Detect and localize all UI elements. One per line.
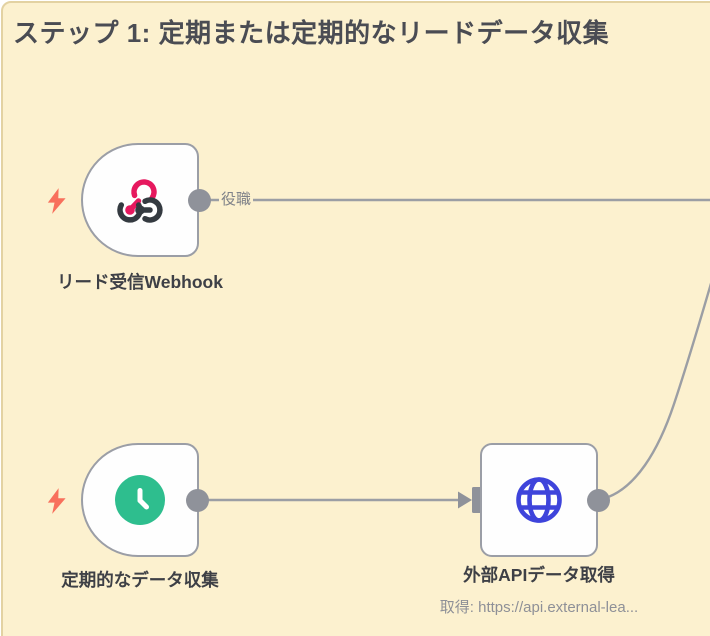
globe-icon <box>516 477 562 523</box>
output-port[interactable] <box>186 488 209 512</box>
node-http-request[interactable] <box>480 443 598 557</box>
node-schedule-trigger[interactable] <box>81 443 199 557</box>
node-label: リード受信Webhook <box>57 272 223 292</box>
node-subtitle: 取得: https://api.external-lea... <box>439 599 639 616</box>
clock-icon <box>115 475 165 525</box>
connection-http-out[interactable] <box>597 280 710 502</box>
node-label: 定期的なデータ収集 <box>61 570 219 590</box>
output-port[interactable] <box>188 188 211 212</box>
output-port[interactable] <box>586 488 610 512</box>
lightning-icon <box>47 488 66 514</box>
sticky-note-title: ステップ 1: 定期または定期的なリードデータ収集 <box>13 18 610 48</box>
node-webhook-trigger[interactable] <box>81 143 199 257</box>
lightning-icon <box>47 188 66 214</box>
webhook-icon <box>117 179 163 223</box>
connection-label: 役職 <box>219 191 254 209</box>
node-label: 外部APIデータ取得 <box>463 565 615 585</box>
